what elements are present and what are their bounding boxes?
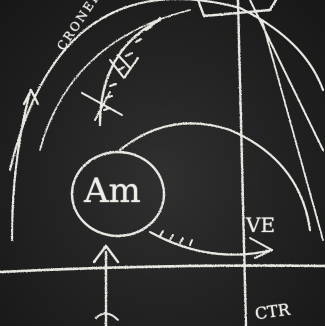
diagonal-1	[250, 0, 323, 150]
ve-arrow	[250, 238, 272, 258]
big-arc-right	[120, 123, 310, 230]
left-arrow	[12, 90, 38, 240]
ve-label: VE	[246, 213, 275, 237]
am-label: Am	[84, 171, 141, 211]
vertical-line	[238, 0, 246, 326]
outer-arc	[10, 0, 323, 170]
ground-line	[0, 266, 325, 272]
